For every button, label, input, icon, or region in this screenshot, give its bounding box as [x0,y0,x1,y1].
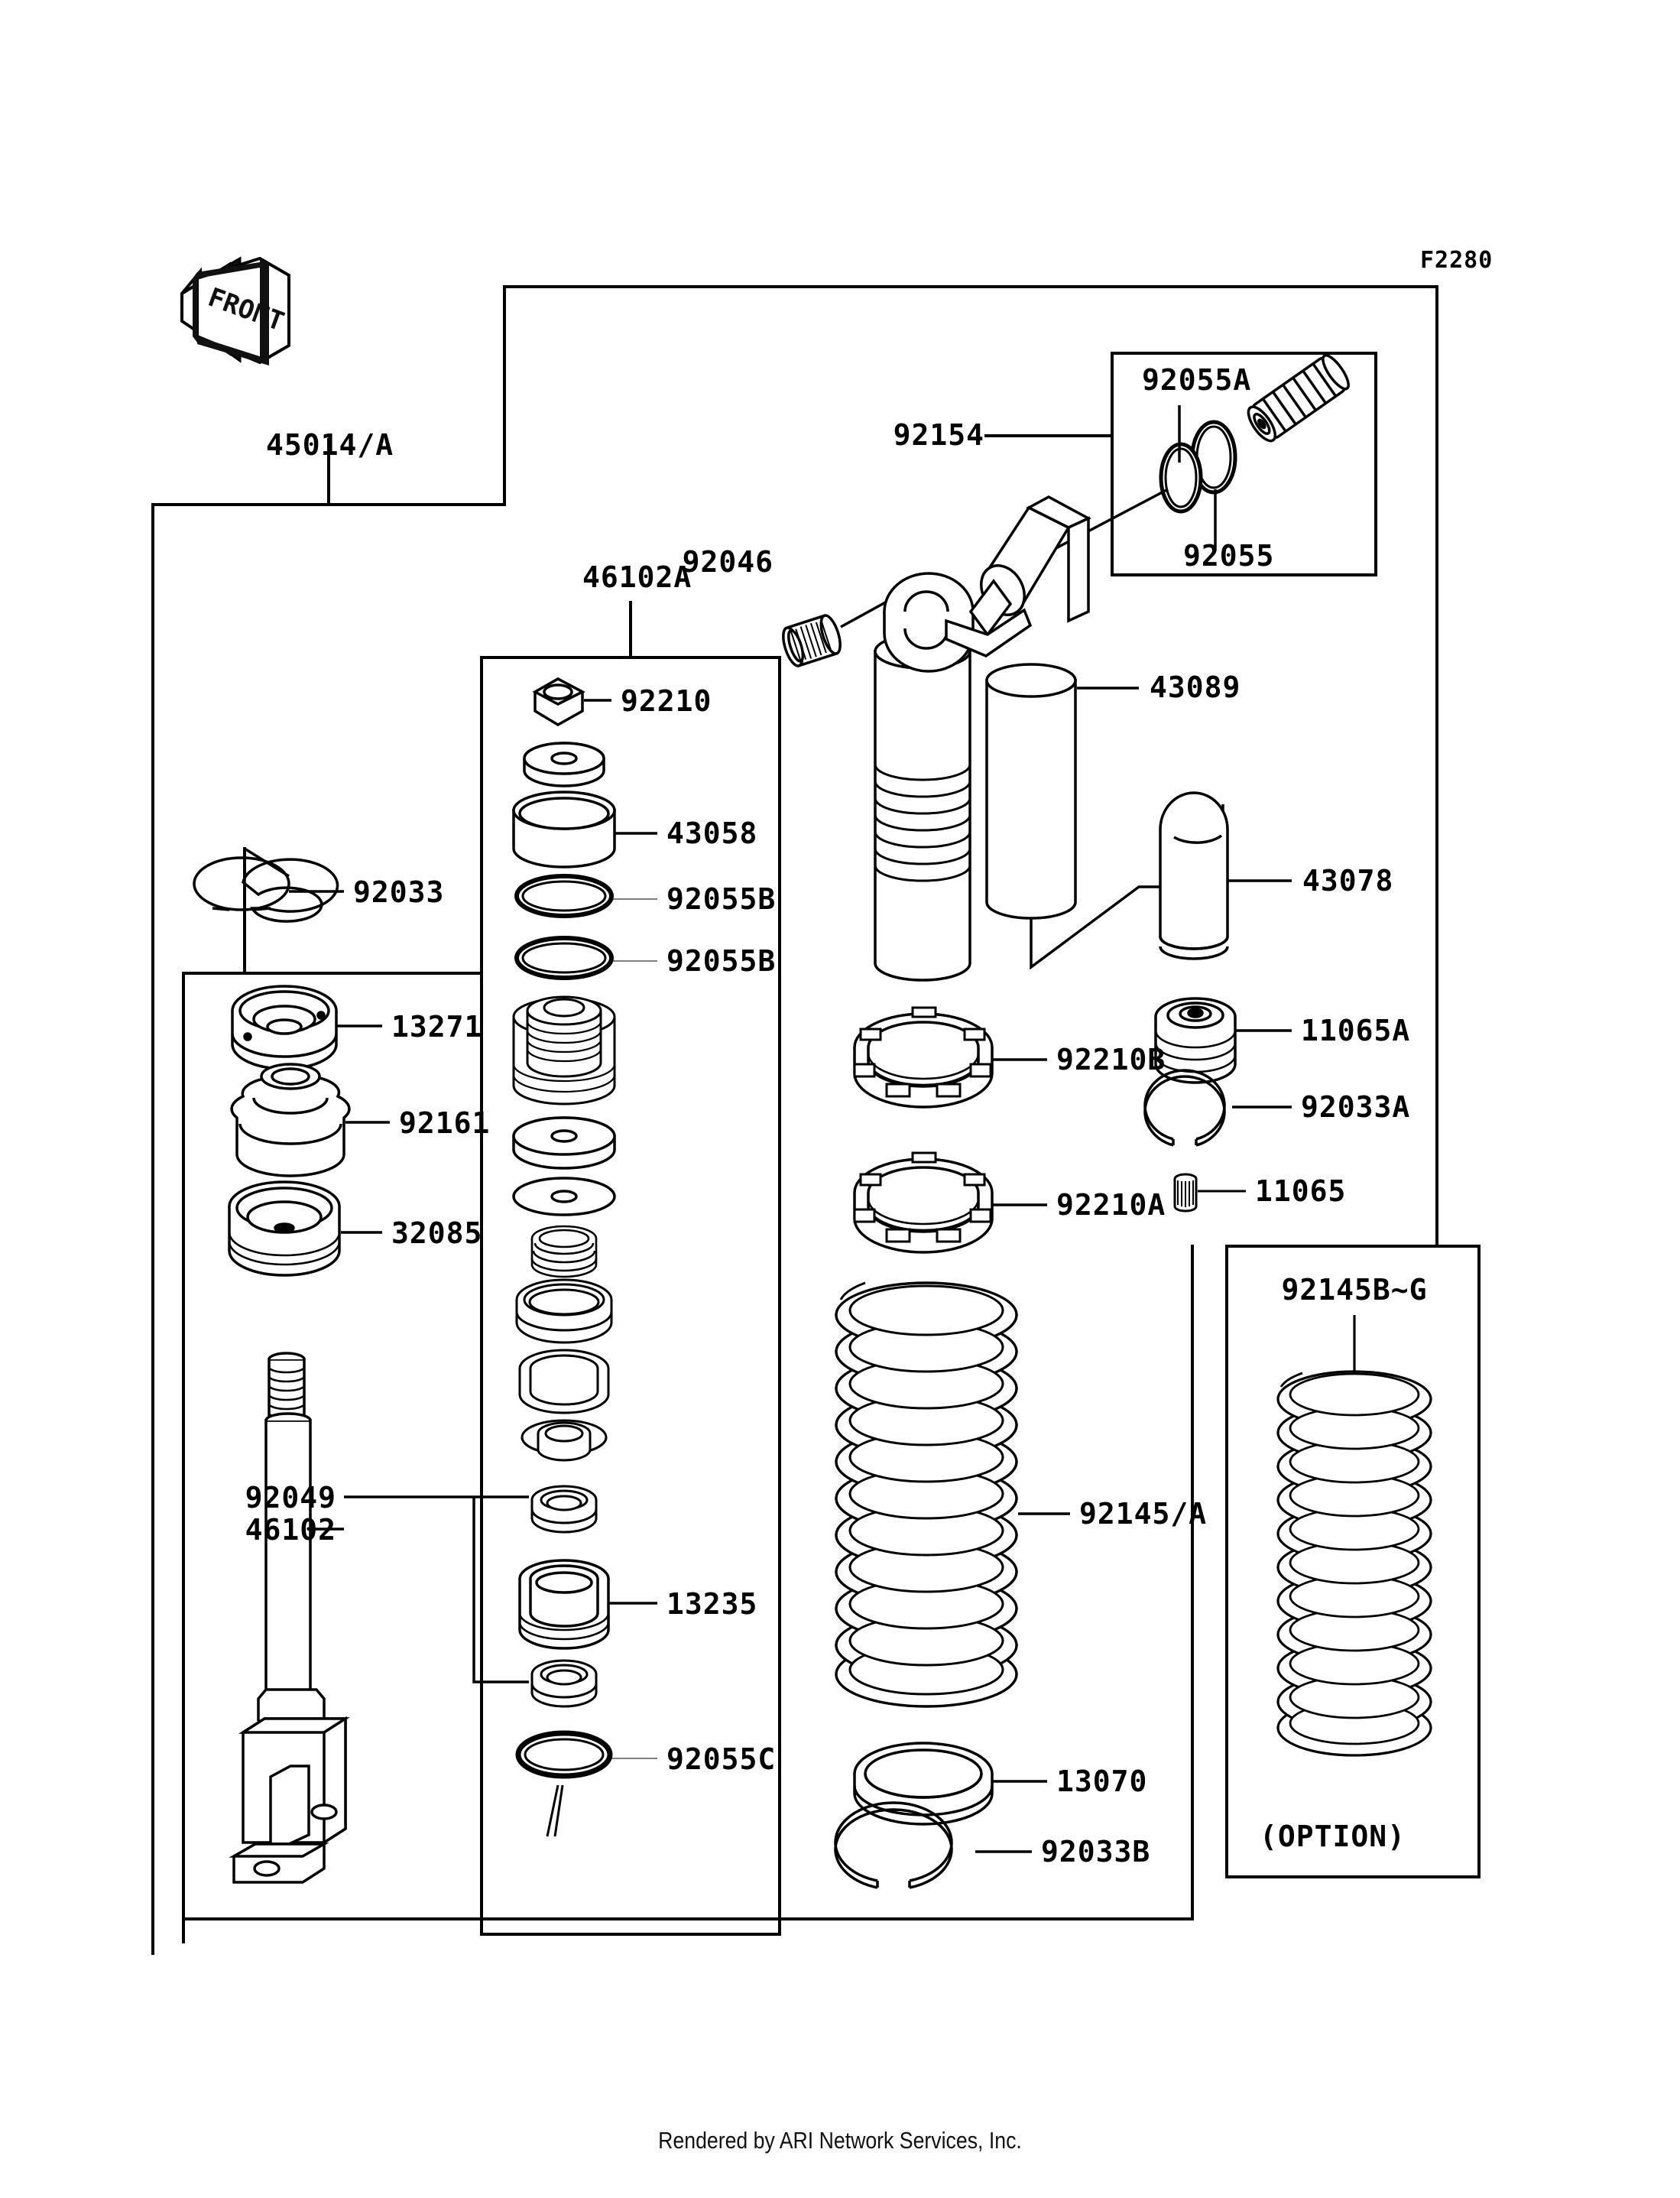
label-92055b-lower: 92055B [666,944,776,978]
part-o-ring-92055b-lower [514,936,657,980]
label-92055a: 92055A [1142,363,1251,397]
group-bracket-46102a [480,601,781,1936]
label-92210a: 92210A [1056,1188,1166,1222]
part-cap-11065a [1154,997,1292,1084]
leader-92049 [344,1495,529,1683]
part-oil-seal-upper [530,1485,598,1534]
part-spring-seat-13070 [853,1742,1047,1826]
label-11065: 11065 [1255,1174,1346,1208]
part-o-ring-92055b-upper [514,874,657,918]
label-13070: 13070 [1056,1765,1147,1798]
part-seal-ring-3 [521,1419,608,1462]
part-oil-seal-lower [530,1659,598,1708]
part-piston-guide-13235 [518,1559,657,1650]
label-layer: F2280 45014/A 46102A 92154 92055A 92055 … [245,247,1493,1868]
label-13235: 13235 [666,1587,757,1621]
option-note: (OPTION) [1260,1820,1406,1853]
part-snap-ring-92033 [193,856,344,923]
part-snap-ring-92033b [834,1801,1032,1889]
part-shock-body [874,495,1139,982]
label-43058: 43058 [666,817,757,850]
part-piston-head [512,995,616,1105]
part-ring-nut-92210a [853,1151,1047,1254]
part-seal-ring-2 [518,1349,610,1414]
label-92033b: 92033B [1041,1835,1150,1868]
group-bracket-right-column [182,1245,1194,1920]
label-92049: 92049 [245,1481,336,1515]
label-43078: 43078 [1302,864,1393,898]
label-46102: 46102 [245,1513,336,1547]
label-11065a: 11065A [1301,1014,1410,1047]
label-43089: 43089 [1150,670,1241,704]
part-seal-ring-1 [515,1278,613,1344]
footer-credit: Rendered by ARI Network Services, Inc. [658,2127,1022,2154]
label-46102a: 46102A [582,560,692,594]
part-washer-upper [523,742,605,787]
part-lock-nut-92210 [532,677,611,727]
part-o-ring-92055c [515,1730,657,1779]
part-ring-nut-92210b [853,1006,1047,1109]
part-shaft-46102 [229,1352,350,1884]
part-92161 [230,1063,390,1177]
part-13271 [231,985,382,1070]
label-92145a: 92145/A [1079,1497,1207,1531]
label-92046: 92046 [683,545,774,579]
part-shim-disc-1 [512,1116,616,1170]
part-needle-bearing [782,591,904,667]
inset-box-option [1225,1245,1481,1878]
front-arrow-icon: FRONT [180,256,290,365]
label-45014: 45014/A [266,428,394,462]
label-92033a: 92033A [1301,1090,1410,1124]
part-valve-assembly [1159,354,1350,514]
part-collar-43058 [512,791,657,868]
group-bracket-45014 [151,285,1438,1955]
part-option-spring [1276,1315,1432,1757]
label-92161: 92161 [399,1106,490,1140]
label-92154: 92154 [894,418,984,452]
label-13271: 13271 [391,1010,482,1044]
label-92210b: 92210B [1056,1043,1166,1076]
part-main-spring [835,1281,1070,1708]
label-92145bg: 92145B~G [1281,1273,1427,1307]
part-snap-ring-92033a [1143,1069,1292,1147]
label-92055c: 92055C [666,1742,776,1776]
part-bump-stop [1159,791,1292,960]
label-92210: 92210 [621,684,712,718]
label-92033: 92033 [353,875,444,909]
part-cap-11065 [1173,1173,1246,1213]
label-92055b-upper: 92055B [666,882,776,916]
label-92055: 92055 [1183,539,1274,573]
label-32085: 32085 [391,1216,482,1250]
part-32085 [228,1180,382,1277]
part-spring-washer-stack [530,1225,598,1278]
part-shim-disc-2 [512,1177,616,1216]
sheet-code: F2280 [1420,247,1493,274]
